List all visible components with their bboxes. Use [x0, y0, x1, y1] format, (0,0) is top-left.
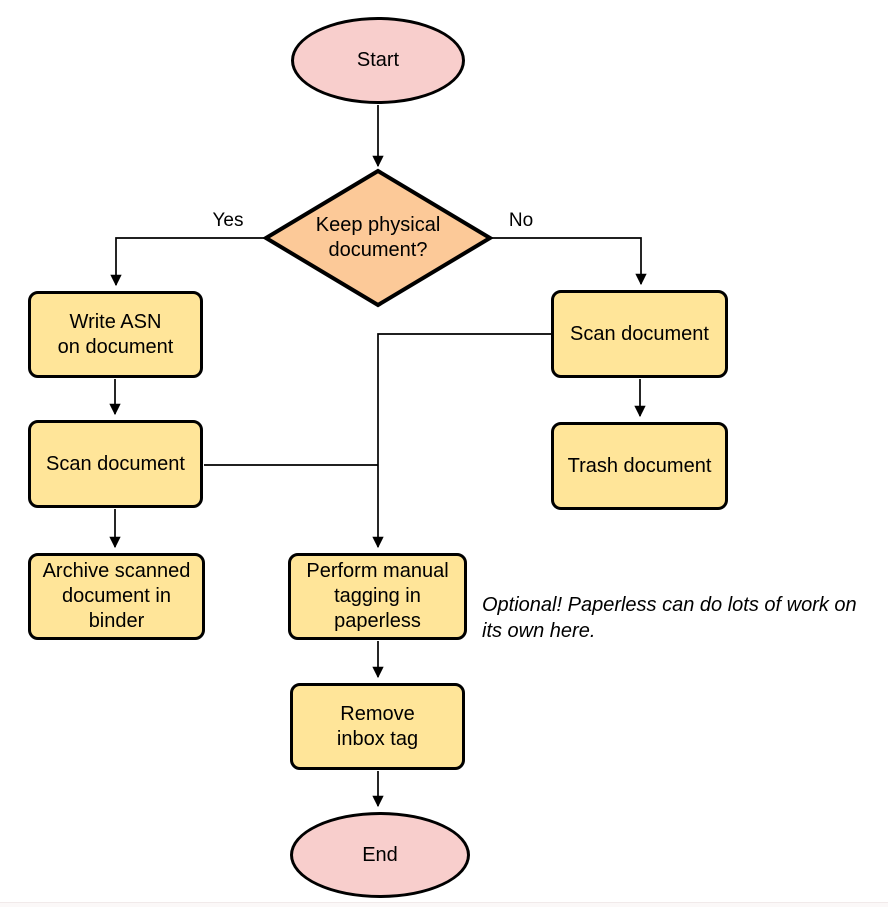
- edge-decision-yes: [110, 237, 266, 287]
- node-archive-binder: Archive scanned document in binder: [28, 553, 205, 640]
- edge-label-no: No: [508, 210, 534, 231]
- node-start: Start: [291, 17, 465, 104]
- node-scan-document-left: Scan document: [28, 420, 203, 508]
- node-scan-document-right-label: Scan document: [570, 322, 709, 345]
- node-remove-inbox-tag: Remove inbox tag: [290, 683, 465, 770]
- edge-label-yes: Yes: [212, 210, 244, 231]
- node-perform-tagging: Perform manual tagging in paperless: [288, 553, 467, 640]
- node-scan-document-right: Scan document: [551, 290, 728, 378]
- node-remove-inbox-tag-label: Remove inbox tag: [336, 702, 419, 750]
- node-archive-binder-label: Archive scanned document in binder: [42, 560, 191, 632]
- node-scan-document-left-label: Scan document: [46, 452, 185, 475]
- node-end: End: [290, 812, 470, 898]
- node-trash-document-label: Trash document: [567, 454, 712, 477]
- annotation-optional-note: Optional! Paperless can do lots of work …: [482, 594, 857, 642]
- node-write-asn: Write ASN on document: [28, 291, 203, 378]
- node-write-asn-label: Write ASN on document: [57, 310, 174, 358]
- page-bottom-divider: [0, 902, 888, 907]
- node-end-label: End: [362, 843, 398, 866]
- node-perform-tagging-label: Perform manual tagging in paperless: [306, 560, 449, 632]
- node-decision-label: Keep physical document?: [315, 214, 441, 261]
- node-start-label: Start: [356, 49, 400, 71]
- decision-diamond-shape: [262, 168, 494, 308]
- edge-decision-no: [490, 237, 647, 286]
- node-trash-document: Trash document: [551, 422, 728, 510]
- edge-scanright-to-tagging: [372, 333, 551, 549]
